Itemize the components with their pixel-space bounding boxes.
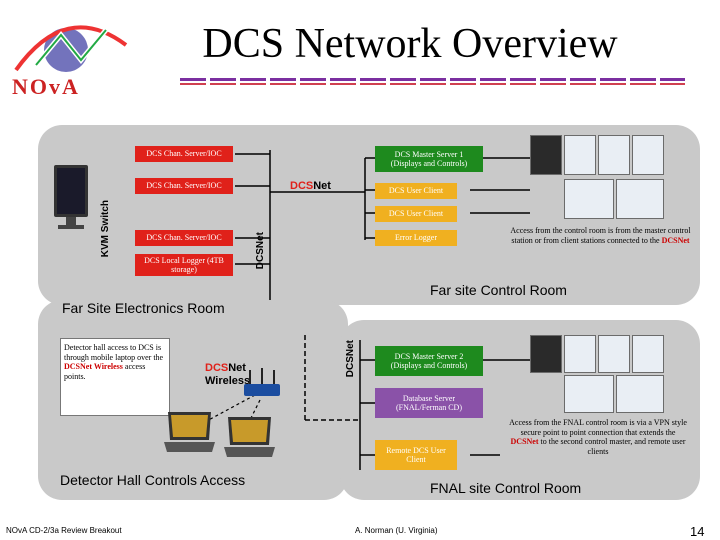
user-client-2: DCS User Client (375, 206, 457, 222)
master-server-2: DCS Master Server 2 (Displays and Contro… (375, 346, 483, 376)
kvm-switch-label: KVM Switch (100, 200, 111, 258)
far-note-emphasis: DCSNet (661, 235, 690, 245)
detector-hall-note: Detector hall access to DCS is through m… (60, 338, 170, 416)
wireless-router-icon (242, 368, 282, 400)
screen-icon (598, 335, 630, 373)
nova-logo-graphic (14, 25, 128, 72)
wireless-label-rest: Net Wireless (205, 362, 251, 387)
far-site-control-note: Access from the control room is from the… (508, 226, 693, 245)
chan-server-ioc-2: DCS Chan. Server/IOC (135, 178, 233, 194)
dcsnet-vertical-label: DCSNet (255, 232, 266, 270)
database-server: Database Server (FNAL/Ferman CD) (375, 388, 483, 418)
fnal-site-note: Access from the FNAL control room is via… (508, 418, 688, 456)
dcsnet-label: DCSNet (290, 180, 331, 192)
chan-server-ioc-3: DCS Chan. Server/IOC (135, 230, 233, 246)
page-number: 14 (690, 524, 705, 539)
detector-note-emphasis: DCSNet Wireless (64, 362, 123, 372)
fnal-note-text: Access from the FNAL control room is via… (509, 418, 687, 437)
fnal-dcsnet-vertical-label: DCSNet (345, 340, 356, 378)
control-station-screens-lower (530, 335, 665, 415)
kvm-monitor-icon (52, 165, 90, 235)
fnal-site-control-room-label: FNAL site Control Room (430, 480, 582, 496)
screen-icon (616, 179, 664, 219)
dcsnet-label-dcs: DCS (290, 180, 314, 192)
far-site-electronics-room-label: Far Site Electronics Room (62, 300, 225, 316)
screen-icon (598, 135, 630, 175)
screen-icon (530, 135, 562, 175)
wireless-label-dcs: DCS (205, 362, 229, 374)
dcsnet-label-net: Net (313, 180, 331, 192)
title-underline (180, 78, 685, 81)
user-client-1: DCS User Client (375, 183, 457, 199)
detector-note-text: Detector hall access to DCS is through m… (64, 343, 164, 362)
title-underline-accent (180, 83, 685, 85)
footer-center: A. Norman (U. Virginia) (355, 526, 438, 535)
chan-server-ioc-1: DCS Chan. Server/IOC (135, 146, 233, 162)
far-note-text: Access from the control room is from the… (510, 226, 691, 245)
screen-icon (632, 135, 664, 175)
footer-left: NOvA CD-2/3a Review Breakout (6, 526, 122, 535)
error-logger: Error Logger (375, 230, 457, 246)
master-server-1: DCS Master Server 1 (Displays and Contro… (375, 146, 483, 172)
screen-icon (564, 335, 596, 373)
screen-icon (564, 375, 614, 413)
detector-hall-controls-label: Detector Hall Controls Access (60, 472, 246, 488)
dcsnet-wireless-label: DCSNet Wireless (205, 362, 265, 387)
control-station-screens-upper (530, 135, 665, 220)
remote-user-client: Remote DCS User Client (375, 440, 457, 470)
logo-wordmark: NOvA (12, 74, 80, 99)
screen-icon (616, 375, 664, 413)
screen-icon (530, 335, 562, 373)
screen-icon (564, 135, 596, 175)
detector-note-tail: access points. (64, 362, 146, 381)
fnal-note-tail: to the second control master, and remote… (538, 437, 686, 456)
laptop-icon (162, 410, 217, 455)
dcs-local-logger: DCS Local Logger (4TB storage) (135, 254, 233, 276)
nova-logo: NOvA (6, 10, 136, 100)
fnal-note-emphasis: DCSNet (510, 437, 539, 447)
far-site-control-room-label: Far site Control Room (430, 282, 567, 298)
screen-icon (564, 179, 614, 219)
laptop-icon (222, 415, 277, 460)
screen-icon (632, 335, 664, 373)
page-title: DCS Network Overview (202, 21, 618, 67)
